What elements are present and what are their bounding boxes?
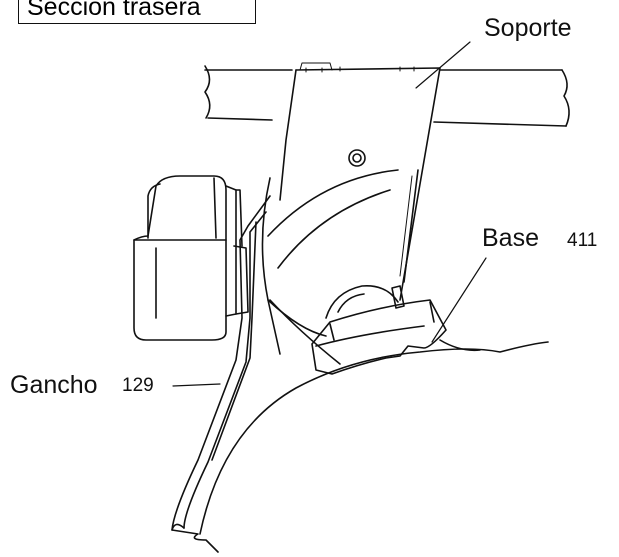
gancho-label: Gancho: [10, 371, 98, 399]
base-label: Base: [482, 224, 539, 252]
base-leader: [431, 257, 487, 343]
gancho-leader: [172, 383, 221, 387]
soporte-bracket: [261, 62, 441, 337]
horizontal-bar: [204, 65, 570, 127]
base-block: [311, 285, 481, 375]
title-box: Sección trasera: [18, 0, 256, 24]
soporte-leader: [415, 41, 471, 89]
soporte-label: Soporte: [484, 14, 572, 42]
base-number: 411: [567, 230, 598, 251]
gancho-hook: [171, 195, 271, 553]
side-handle: [133, 175, 249, 341]
diagram-title: Sección trasera: [27, 0, 201, 21]
main-housing: [199, 299, 549, 535]
gancho-number: 129: [122, 375, 154, 396]
